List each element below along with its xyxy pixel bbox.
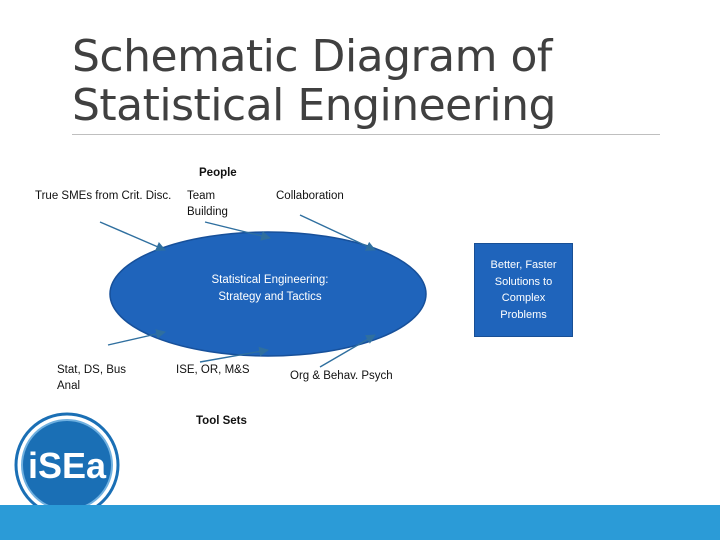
- arrow-collaboration: [299, 214, 376, 251]
- arrow-ise-or: [199, 346, 269, 363]
- arrow-team-building: [204, 221, 271, 241]
- ellipse-label-line-2: Strategy and Tactics: [218, 291, 322, 303]
- people-item-team-building: Team Building: [187, 190, 228, 218]
- ellipse-label: Statistical Engineering: Strategy and Ta…: [180, 272, 360, 306]
- tool-item-org-behav: Org & Behav. Psych: [290, 370, 393, 382]
- slide-title-line-2: Statistical Engineering: [72, 80, 556, 131]
- people-item-collaboration: Collaboration: [276, 190, 344, 202]
- arrow-stat-ds: [107, 329, 166, 346]
- arrow-smes: [99, 221, 166, 252]
- slide-title: Schematic Diagram of Statistical Enginee…: [72, 32, 672, 130]
- isea-logo-text: iSEa: [28, 445, 107, 486]
- people-item-smes: True SMEs from Crit. Disc.: [35, 190, 172, 202]
- output-line-1: Better, Faster: [490, 259, 557, 271]
- ellipse-label-line-1: Statistical Engineering:: [211, 274, 329, 286]
- arrow-org-behav: [319, 334, 376, 368]
- output-line-2: Solutions to: [494, 275, 553, 288]
- footer-bar: [0, 505, 720, 540]
- tool-item-stat-ds: Stat, DS, Bus Anal: [57, 364, 127, 392]
- people-heading: People: [199, 167, 237, 179]
- output-line-4: Problems: [500, 308, 547, 321]
- tool-sets-heading: Tool Sets: [196, 415, 247, 427]
- tool-item-ise-or: ISE, OR, M&S: [176, 364, 250, 376]
- title-divider: [72, 134, 660, 135]
- slide-title-line-1: Schematic Diagram of: [72, 31, 552, 82]
- isea-logo: iSEa: [14, 412, 120, 518]
- output-line-3: Complex: [501, 292, 546, 304]
- output-box: Better, Faster Solutions to Complex Prob…: [474, 243, 573, 337]
